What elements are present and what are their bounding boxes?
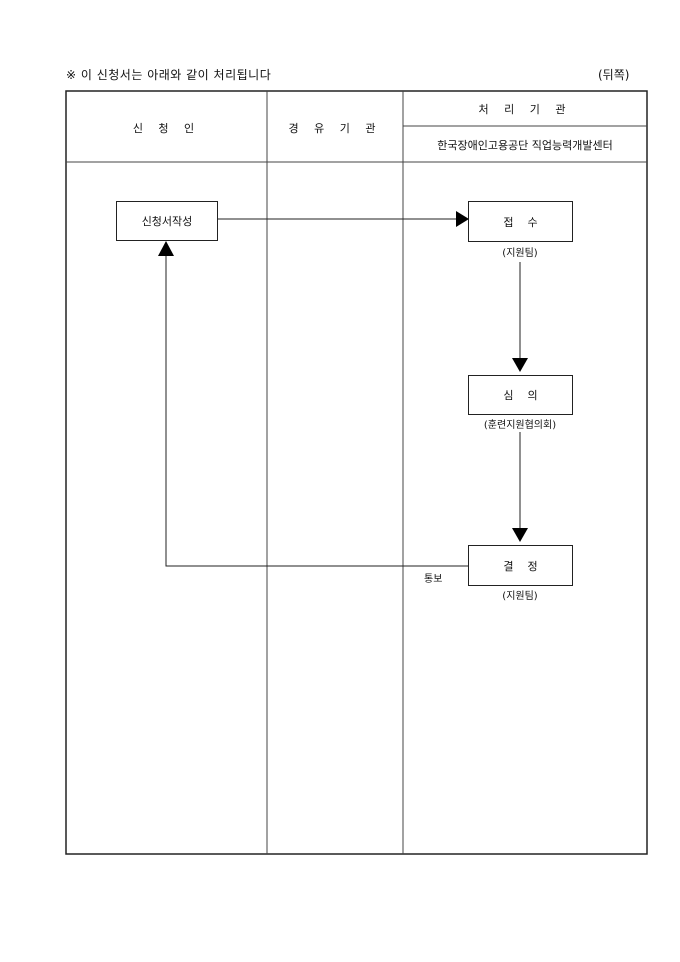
column-header-via: 경 유 기 관 [288, 122, 382, 135]
step-decide-dept: (지원팀) [502, 591, 538, 602]
step-receive: 접 수 [468, 201, 573, 242]
step-review: 심 의 [468, 375, 573, 415]
step-review-dept: (훈련지원협의회) [483, 420, 557, 431]
column-header-applicant: 신 청 인 [132, 122, 201, 135]
notify-label: 통보 [424, 574, 443, 585]
processing-org: 한국장애인고용공단 직업능력개발센터 [437, 139, 613, 152]
step-apply: 신청서작성 [116, 201, 218, 241]
side-label: (뒤쪽) [598, 68, 630, 82]
column-header-processing: 처 리 기 관 [478, 103, 572, 116]
page-title: ※ 이 신청서는 아래와 같이 처리됩니다 [66, 68, 272, 82]
step-receive-dept: (지원팀) [502, 248, 538, 259]
step-decide: 결 정 [468, 545, 573, 586]
